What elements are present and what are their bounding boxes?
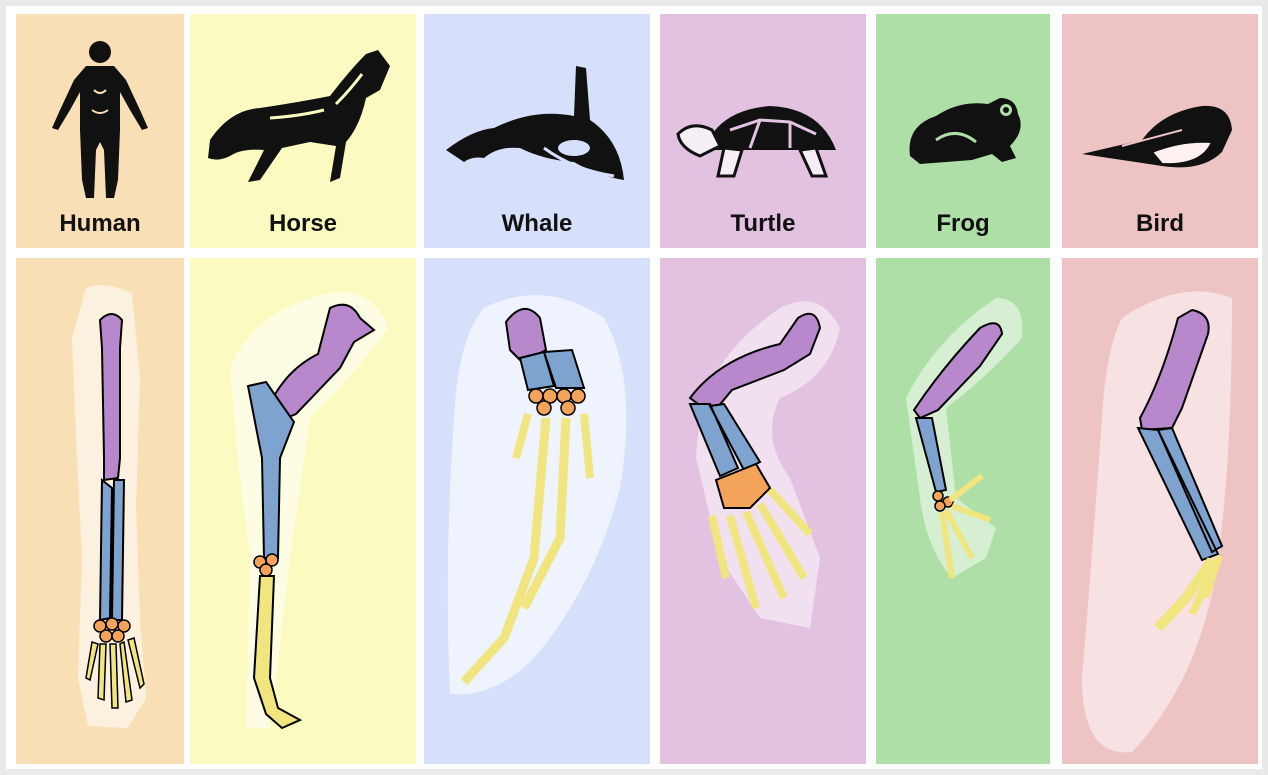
turtle-icon: [660, 30, 866, 200]
whale-icon: [424, 30, 650, 200]
label-human: Human: [16, 210, 184, 238]
label-turtle: Turtle: [660, 210, 866, 238]
header-human: Human: [16, 14, 184, 248]
radius-ulna-whale: [520, 350, 584, 390]
panel-frog: [876, 258, 1050, 764]
human-icon: [16, 30, 184, 200]
label-frog: Frog: [876, 210, 1050, 238]
frog-icon: [876, 30, 1050, 200]
panel-human: [16, 258, 184, 764]
header-bird: Bird: [1062, 14, 1258, 248]
panel-whale: [424, 258, 650, 764]
radius-ulna-human: [100, 480, 124, 620]
limb-outline-horse: [230, 292, 388, 728]
humerus-human: [100, 314, 122, 480]
header-turtle: Turtle: [660, 14, 866, 248]
label-bird: Bird: [1062, 210, 1258, 238]
bird-icon: [1062, 30, 1258, 200]
label-whale: Whale: [424, 210, 650, 238]
horse-icon: [190, 30, 416, 200]
header-frog: Frog: [876, 14, 1050, 248]
label-horse: Horse: [190, 210, 416, 238]
header-whale: Whale: [424, 14, 650, 248]
panel-turtle: [660, 258, 866, 764]
panel-bird: [1062, 258, 1258, 764]
header-horse: Horse: [190, 14, 416, 248]
panel-horse: [190, 258, 416, 764]
